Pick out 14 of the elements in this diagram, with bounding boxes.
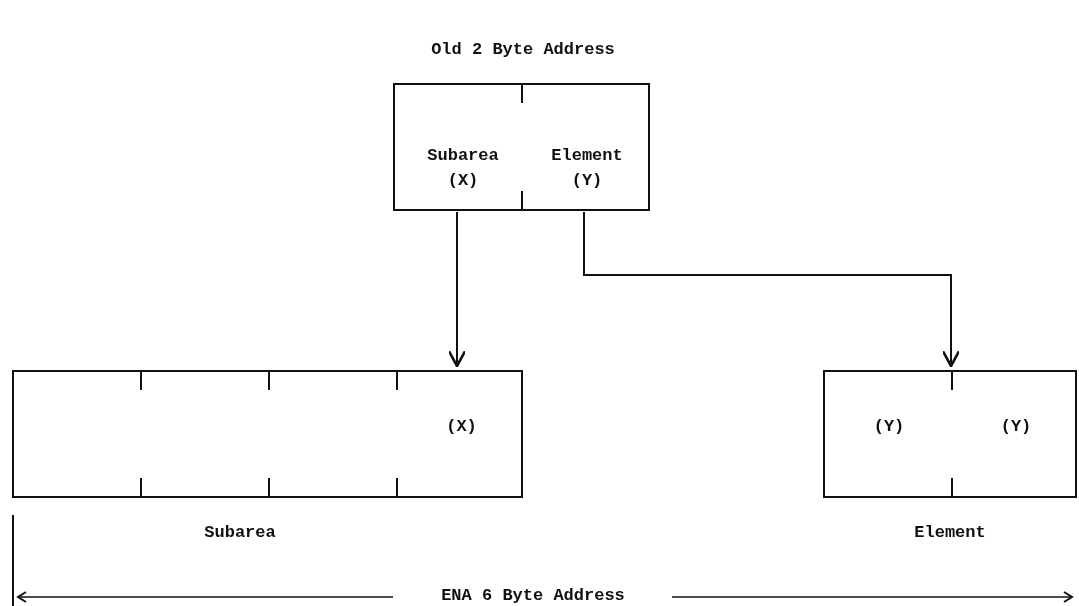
connector-arrow [583, 211, 961, 368]
field-label: (Y) [999, 416, 1033, 438]
diagram-title: Old 2 Byte Address [430, 40, 616, 60]
field-label: (X) [445, 416, 478, 438]
address-box [393, 83, 650, 211]
field-caption: Element [913, 523, 987, 543]
field-label: Element (Y) [550, 145, 624, 192]
field-caption: Subarea [203, 523, 277, 543]
dimension-label: ENA 6 Byte Address [440, 586, 626, 606]
address-box [823, 370, 1077, 498]
field-label: Subarea (X) [426, 145, 500, 192]
field-label: (Y) [872, 416, 906, 438]
address-box [12, 370, 523, 498]
connector-arrow [447, 211, 467, 368]
